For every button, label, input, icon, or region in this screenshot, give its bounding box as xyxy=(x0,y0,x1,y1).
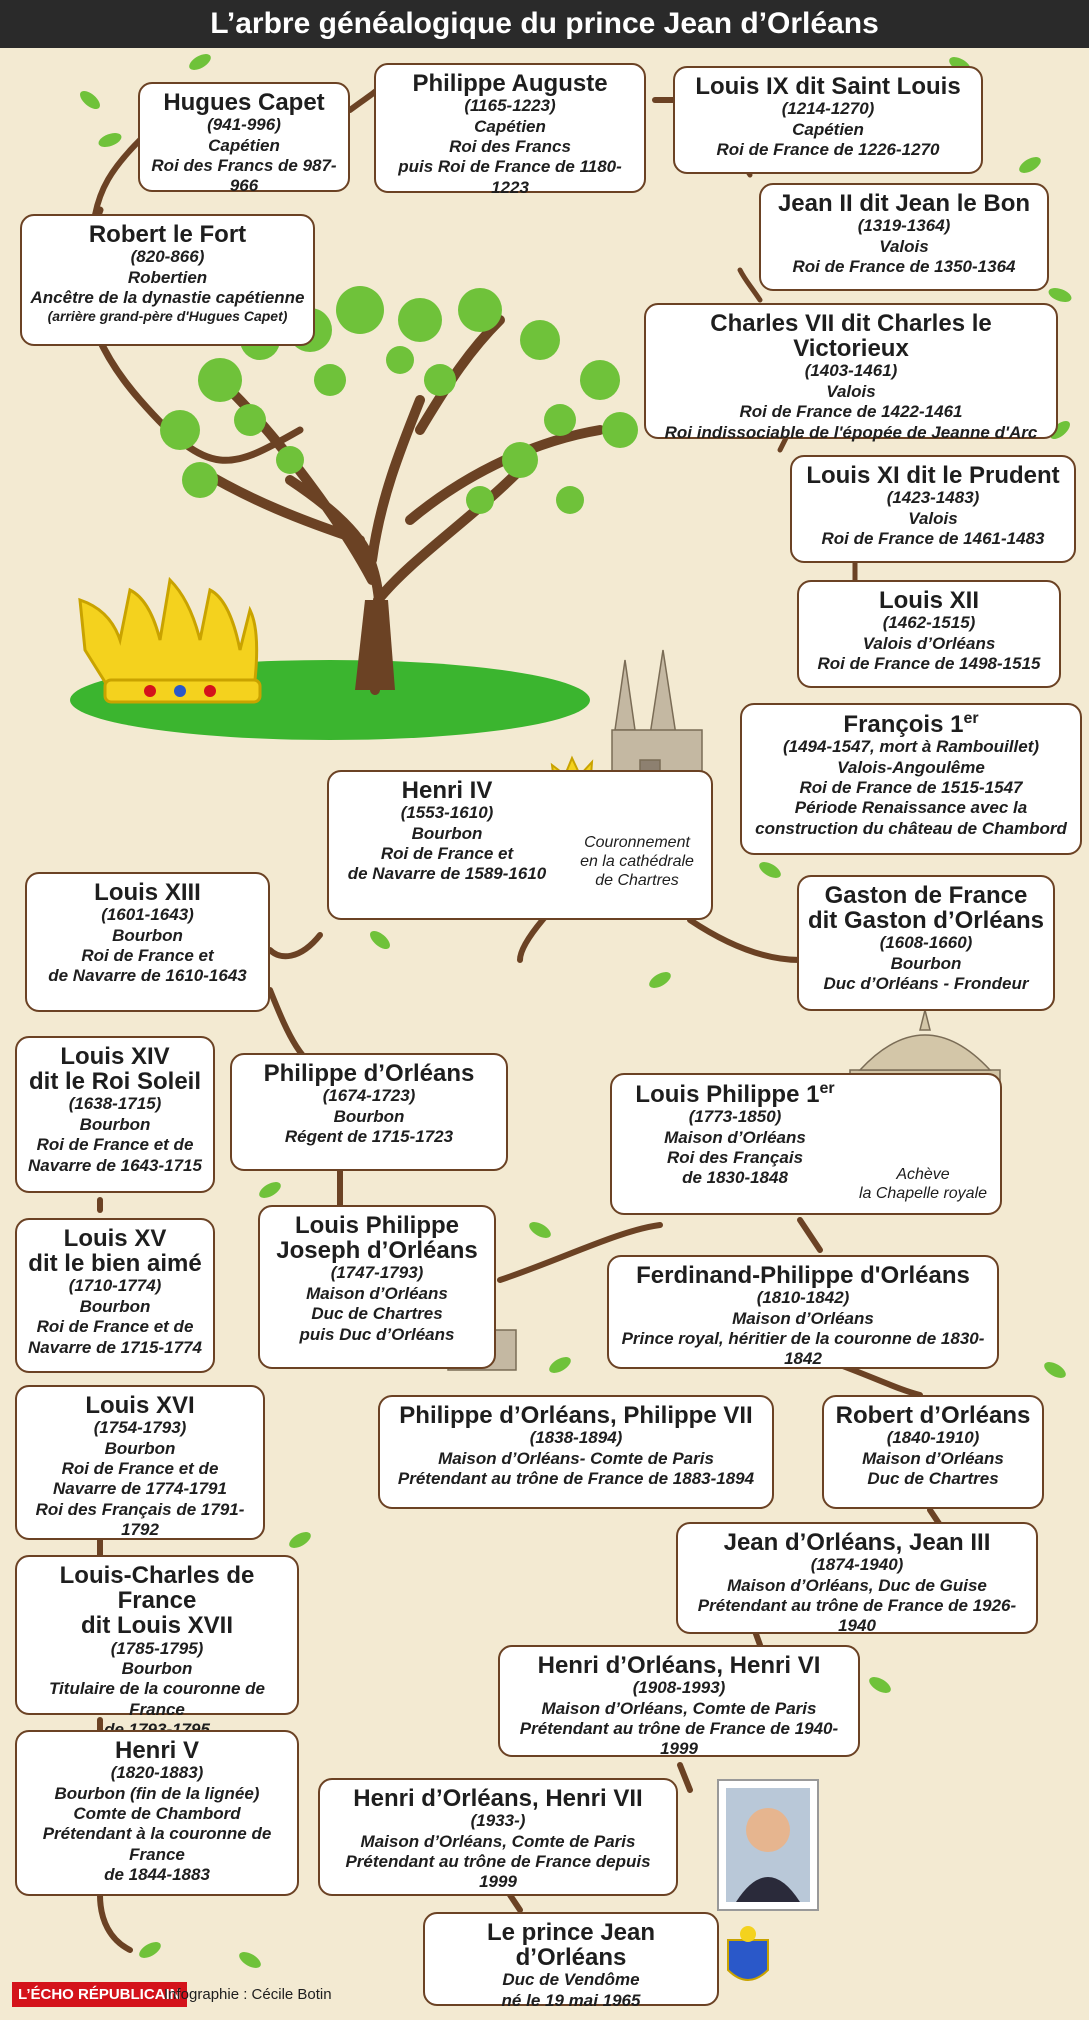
person-louis-xii: Louis XII (1462-1515) Valois d’Orléans R… xyxy=(797,580,1061,688)
person-louis-xi: Louis XI dit le Prudent (1423-1483) Valo… xyxy=(790,455,1076,563)
person-jean-ii: Jean II dit Jean le Bon (1319-1364) Valo… xyxy=(759,183,1049,291)
caption-chartres: Couronnement en la cathédrale de Chartre… xyxy=(580,834,694,890)
name-superscript: er xyxy=(819,1080,835,1097)
portrait-photo xyxy=(717,1779,819,1911)
henri-iv-text: Henri IV (1553-1610) Bourbon Roi de Fran… xyxy=(347,777,547,884)
person-louis-xiv: Louis XIV dit le Roi Soleil (1638-1715) … xyxy=(15,1036,215,1193)
person-charles-vii: Charles VII dit Charles le Victorieux (1… xyxy=(644,303,1058,442)
person-henri-vi: Henri d’Orléans, Henri VI (1908-1993) Ma… xyxy=(498,1645,860,1758)
crown-illustration xyxy=(78,576,262,704)
person-robert-le-fort: Robert le Fort (820-866) Robertien Ancêt… xyxy=(20,214,315,346)
person-jean-iii: Jean d’Orléans, Jean III (1874-1940) Mai… xyxy=(676,1522,1038,1635)
person-henri-vii: Henri d’Orléans, Henri VII (1933-) Maiso… xyxy=(318,1778,678,1896)
person-prince-jean: Le prince Jean d’Orléans Duc de Vendôme … xyxy=(423,1912,719,2010)
page-title: L’arbre généalogique du prince Jean d’Or… xyxy=(0,0,1089,48)
decorative-leaves xyxy=(80,54,1072,1968)
person-louis-xiii: Louis XIII (1601-1643) Bourbon Roi de Fr… xyxy=(25,872,270,1012)
person-philippe-vii: Philippe d’Orléans, Philippe VII (1838-1… xyxy=(378,1395,774,1509)
footer-brand-logo: L’ÉCHO RÉPUBLICAIN xyxy=(12,1982,187,2007)
person-philippe-dorleans: Philippe d’Orléans (1674-1723) Bourbon R… xyxy=(230,1053,508,1171)
person-francois-ier: François 1er (1494-1547, mort à Rambouil… xyxy=(740,703,1082,855)
person-louis-philippe-joseph: Louis Philippe Joseph d’Orléans (1747-17… xyxy=(258,1205,496,1369)
person-ferdinand-philippe: Ferdinand-Philippe d'Orléans (1810-1842)… xyxy=(607,1255,999,1369)
person-henri-iv: Henri IV (1553-1610) Bourbon Roi de Fran… xyxy=(327,770,713,920)
coat-of-arms-icon xyxy=(727,1926,769,1981)
person-louis-xvi: Louis XVI (1754-1793) Bourbon Roi de Fra… xyxy=(15,1385,265,1540)
person-louis-xvii: Louis-Charles de France dit Louis XVII (… xyxy=(15,1555,299,1739)
person-gaston-de-france: Gaston de France dit Gaston d’Orléans (1… xyxy=(797,875,1055,1011)
name-text: François 1 xyxy=(843,711,964,738)
person-louis-ix: Louis IX dit Saint Louis (1214-1270) Cap… xyxy=(673,66,983,174)
person-henri-v: Henri V (1820-1883) Bourbon (fin de la l… xyxy=(15,1730,299,1896)
caption-chapelle-royale: Achève la Chapelle royale xyxy=(858,1166,988,1203)
person-philippe-auguste: Philippe Auguste (1165-1223) Capétien Ro… xyxy=(374,63,646,197)
footer-credit: Infographie : Cécile Botin xyxy=(164,1986,332,2003)
person-robert-dorleans: Robert d’Orléans (1840-1910) Maison d’Or… xyxy=(822,1395,1044,1509)
person-louis-xv: Louis XV dit le bien aimé (1710-1774) Bo… xyxy=(15,1218,215,1373)
name-superscript: er xyxy=(963,710,979,727)
person-hugues-capet: Hugues Capet (941-996) Capétien Roi des … xyxy=(138,82,350,195)
louis-philippe-text: Louis Philippe 1er (1773-1850) Maison d’… xyxy=(635,1080,835,1188)
name-text: Louis Philippe 1 xyxy=(635,1081,820,1108)
person-louis-philippe-ier: Louis Philippe 1er (1773-1850) Maison d’… xyxy=(610,1073,1002,1215)
